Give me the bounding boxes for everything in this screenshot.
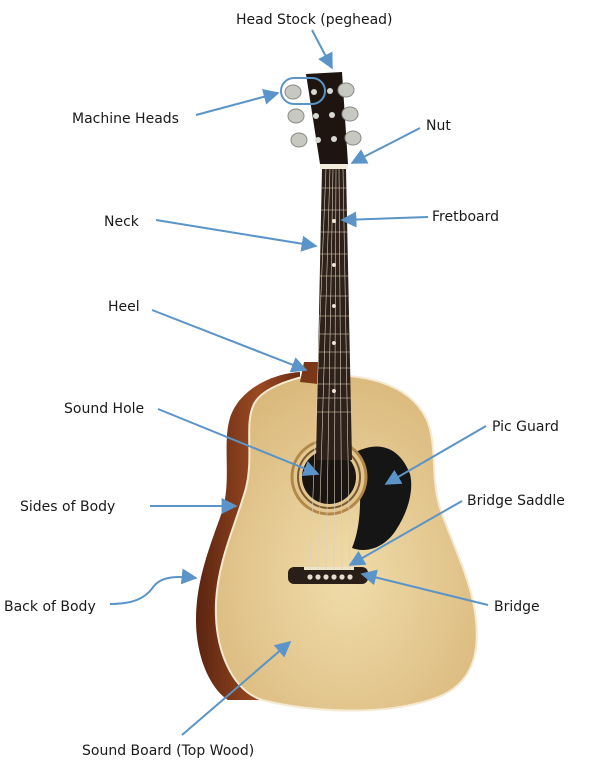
- fretboard-shape: [316, 168, 352, 460]
- label-fretboard: Fretboard: [432, 209, 499, 225]
- machine-heads-shape: [284, 82, 362, 148]
- guitar: [196, 72, 478, 712]
- arrow-pic-guard: [384, 425, 487, 485]
- bridge-pins: [307, 574, 353, 580]
- strings: [309, 167, 351, 571]
- part-labels: Head Stock (peghead) Machine Heads Nut N…: [4, 12, 565, 759]
- arrow-machine-heads: [195, 89, 280, 116]
- label-bridge-saddle: Bridge Saddle: [467, 493, 565, 509]
- bridge-saddle-shape: [304, 567, 354, 570]
- heel-shape: [300, 362, 318, 384]
- label-neck: Neck: [104, 214, 140, 230]
- arrow-head-stock: [311, 29, 333, 70]
- arrow-back-of-body: [109, 568, 198, 605]
- arrow-neck: [155, 219, 318, 252]
- label-heel: Heel: [108, 299, 140, 315]
- label-back-of-body: Back of Body: [4, 599, 96, 615]
- arrow-sound-hole: [157, 408, 320, 476]
- arrow-nut: [350, 127, 421, 164]
- arrow-sound-board: [181, 640, 292, 736]
- label-head-stock: Head Stock (peghead): [236, 12, 393, 28]
- label-bridge: Bridge: [494, 599, 540, 615]
- arrow-bridge: [360, 569, 489, 606]
- arrow-heel: [151, 309, 308, 373]
- label-sound-board: Sound Board (Top Wood): [82, 743, 254, 759]
- arrow-bridge-saddle: [348, 500, 463, 566]
- pointer-arrows: [109, 29, 489, 736]
- label-pic-guard: Pic Guard: [492, 419, 559, 435]
- label-machine-heads: Machine Heads: [72, 111, 179, 127]
- nut-shape: [320, 164, 348, 169]
- label-sides-of-body: Sides of Body: [20, 499, 115, 515]
- arrow-fretboard: [340, 211, 429, 228]
- machine-heads-highlight: [280, 77, 326, 105]
- label-sound-hole: Sound Hole: [64, 401, 144, 417]
- label-nut: Nut: [426, 118, 451, 134]
